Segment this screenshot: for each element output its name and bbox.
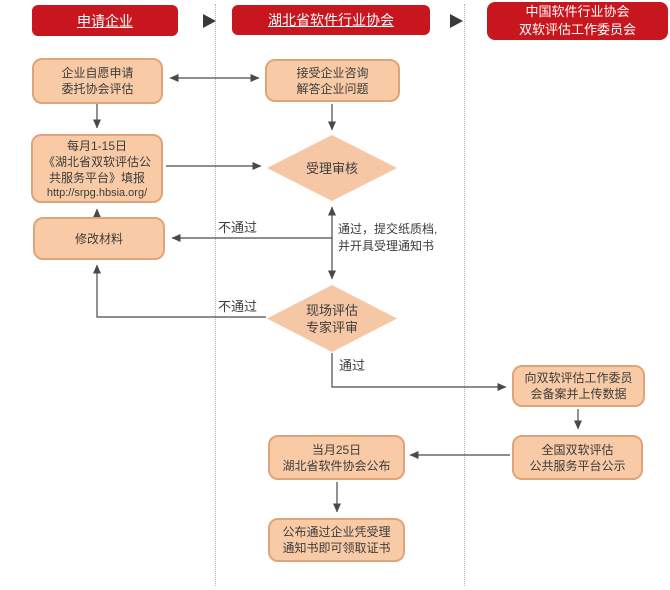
decision-onsite-line1: 现场评估 (305, 302, 358, 318)
node-monthly-filing-line3: 共服务平台》填报 (48, 170, 145, 185)
lane-divider-1 (215, 4, 216, 586)
lane-arrow-icon-2 (450, 14, 463, 28)
node-accept-consult-line1: 接受企业咨询 (296, 65, 369, 80)
edge-label-review-pass-line2: 并开具受理通知书 (338, 239, 435, 253)
node-national-publicity-line2: 公共服务平台公示 (529, 458, 626, 473)
node-monthly-announce: 当月25日 湖北省软件协会公布 (268, 435, 405, 480)
decision-acceptance-review: 受理审核 (267, 135, 397, 201)
edge-label-review-pass-line1: 通过，提交纸质档, (338, 222, 438, 236)
node-monthly-filing-url: http://srpg.hbsia.org/ (46, 186, 148, 199)
edge-label-onsite-fail: 不通过 (218, 299, 258, 314)
node-monthly-filing-line1: 每月1-15日 (66, 138, 128, 153)
node-monthly-announce-line2: 湖北省软件协会公布 (282, 458, 391, 473)
lane-header-applicant-label: 申请企业 (77, 12, 133, 29)
node-committee-filing-line2: 会备案并上传数据 (530, 387, 627, 401)
node-accept-consult-line2: 解答企业问题 (296, 81, 369, 96)
node-revise-materials: 修改材料 (33, 217, 165, 260)
node-monthly-filing-line2: 《湖北省双软评估公 (42, 154, 151, 169)
decision-onsite-evaluation: 现场评估 专家评审 (267, 285, 397, 352)
node-certificate-line2: 通知书即可领取证书 (282, 541, 391, 555)
node-revise-materials-label: 修改材料 (74, 231, 123, 246)
edge-label-review-fail: 不通过 (218, 220, 258, 235)
node-accept-consult: 接受企业咨询 解答企业问题 (265, 59, 400, 102)
decision-onsite-line2: 专家评审 (305, 319, 358, 335)
lane-header-hubei-label: 湖北省软件行业协会 (268, 12, 394, 28)
node-certificate-issue: 公布通过企业凭受理 通知书即可领取证书 (268, 518, 405, 562)
lane-header-china-line2: 双软评估工作委员会 (518, 22, 636, 37)
node-monthly-announce-line1: 当月25日 (311, 442, 362, 457)
node-national-publicity-line1: 全国双软评估 (541, 442, 614, 457)
node-voluntary-apply: 企业自愿申请 委托协会评估 (32, 58, 163, 104)
node-monthly-filing: 每月1-15日 《湖北省双软评估公 共服务平台》填报 http://srpg.h… (31, 134, 163, 203)
lane-header-hubei-association: 湖北省软件行业协会 (232, 5, 430, 35)
node-voluntary-apply-line1: 企业自愿申请 (61, 66, 134, 80)
node-national-publicity: 全国双软评估 公共服务平台公示 (512, 435, 643, 480)
node-committee-filing-line1: 向双软评估工作委员 (524, 371, 633, 385)
node-voluntary-apply-line2: 委托协会评估 (61, 82, 134, 96)
edge-label-onsite-pass: 通过 (339, 358, 366, 373)
lane-header-applicant: 申请企业 (32, 5, 178, 36)
node-certificate-line1: 公布通过企业凭受理 (282, 525, 391, 539)
lane-header-china-line1: 中国软件行业协会 (525, 4, 630, 19)
lane-header-china-committee: 中国软件行业协会 双软评估工作委员会 (487, 2, 668, 40)
lane-divider-2 (464, 4, 465, 586)
edge-label-review-pass: 通过，提交纸质档, 并开具受理通知书 (338, 221, 437, 255)
node-committee-filing: 向双软评估工作委员 会备案并上传数据 (512, 365, 645, 407)
decision-acceptance-review-label: 受理审核 (305, 160, 358, 176)
